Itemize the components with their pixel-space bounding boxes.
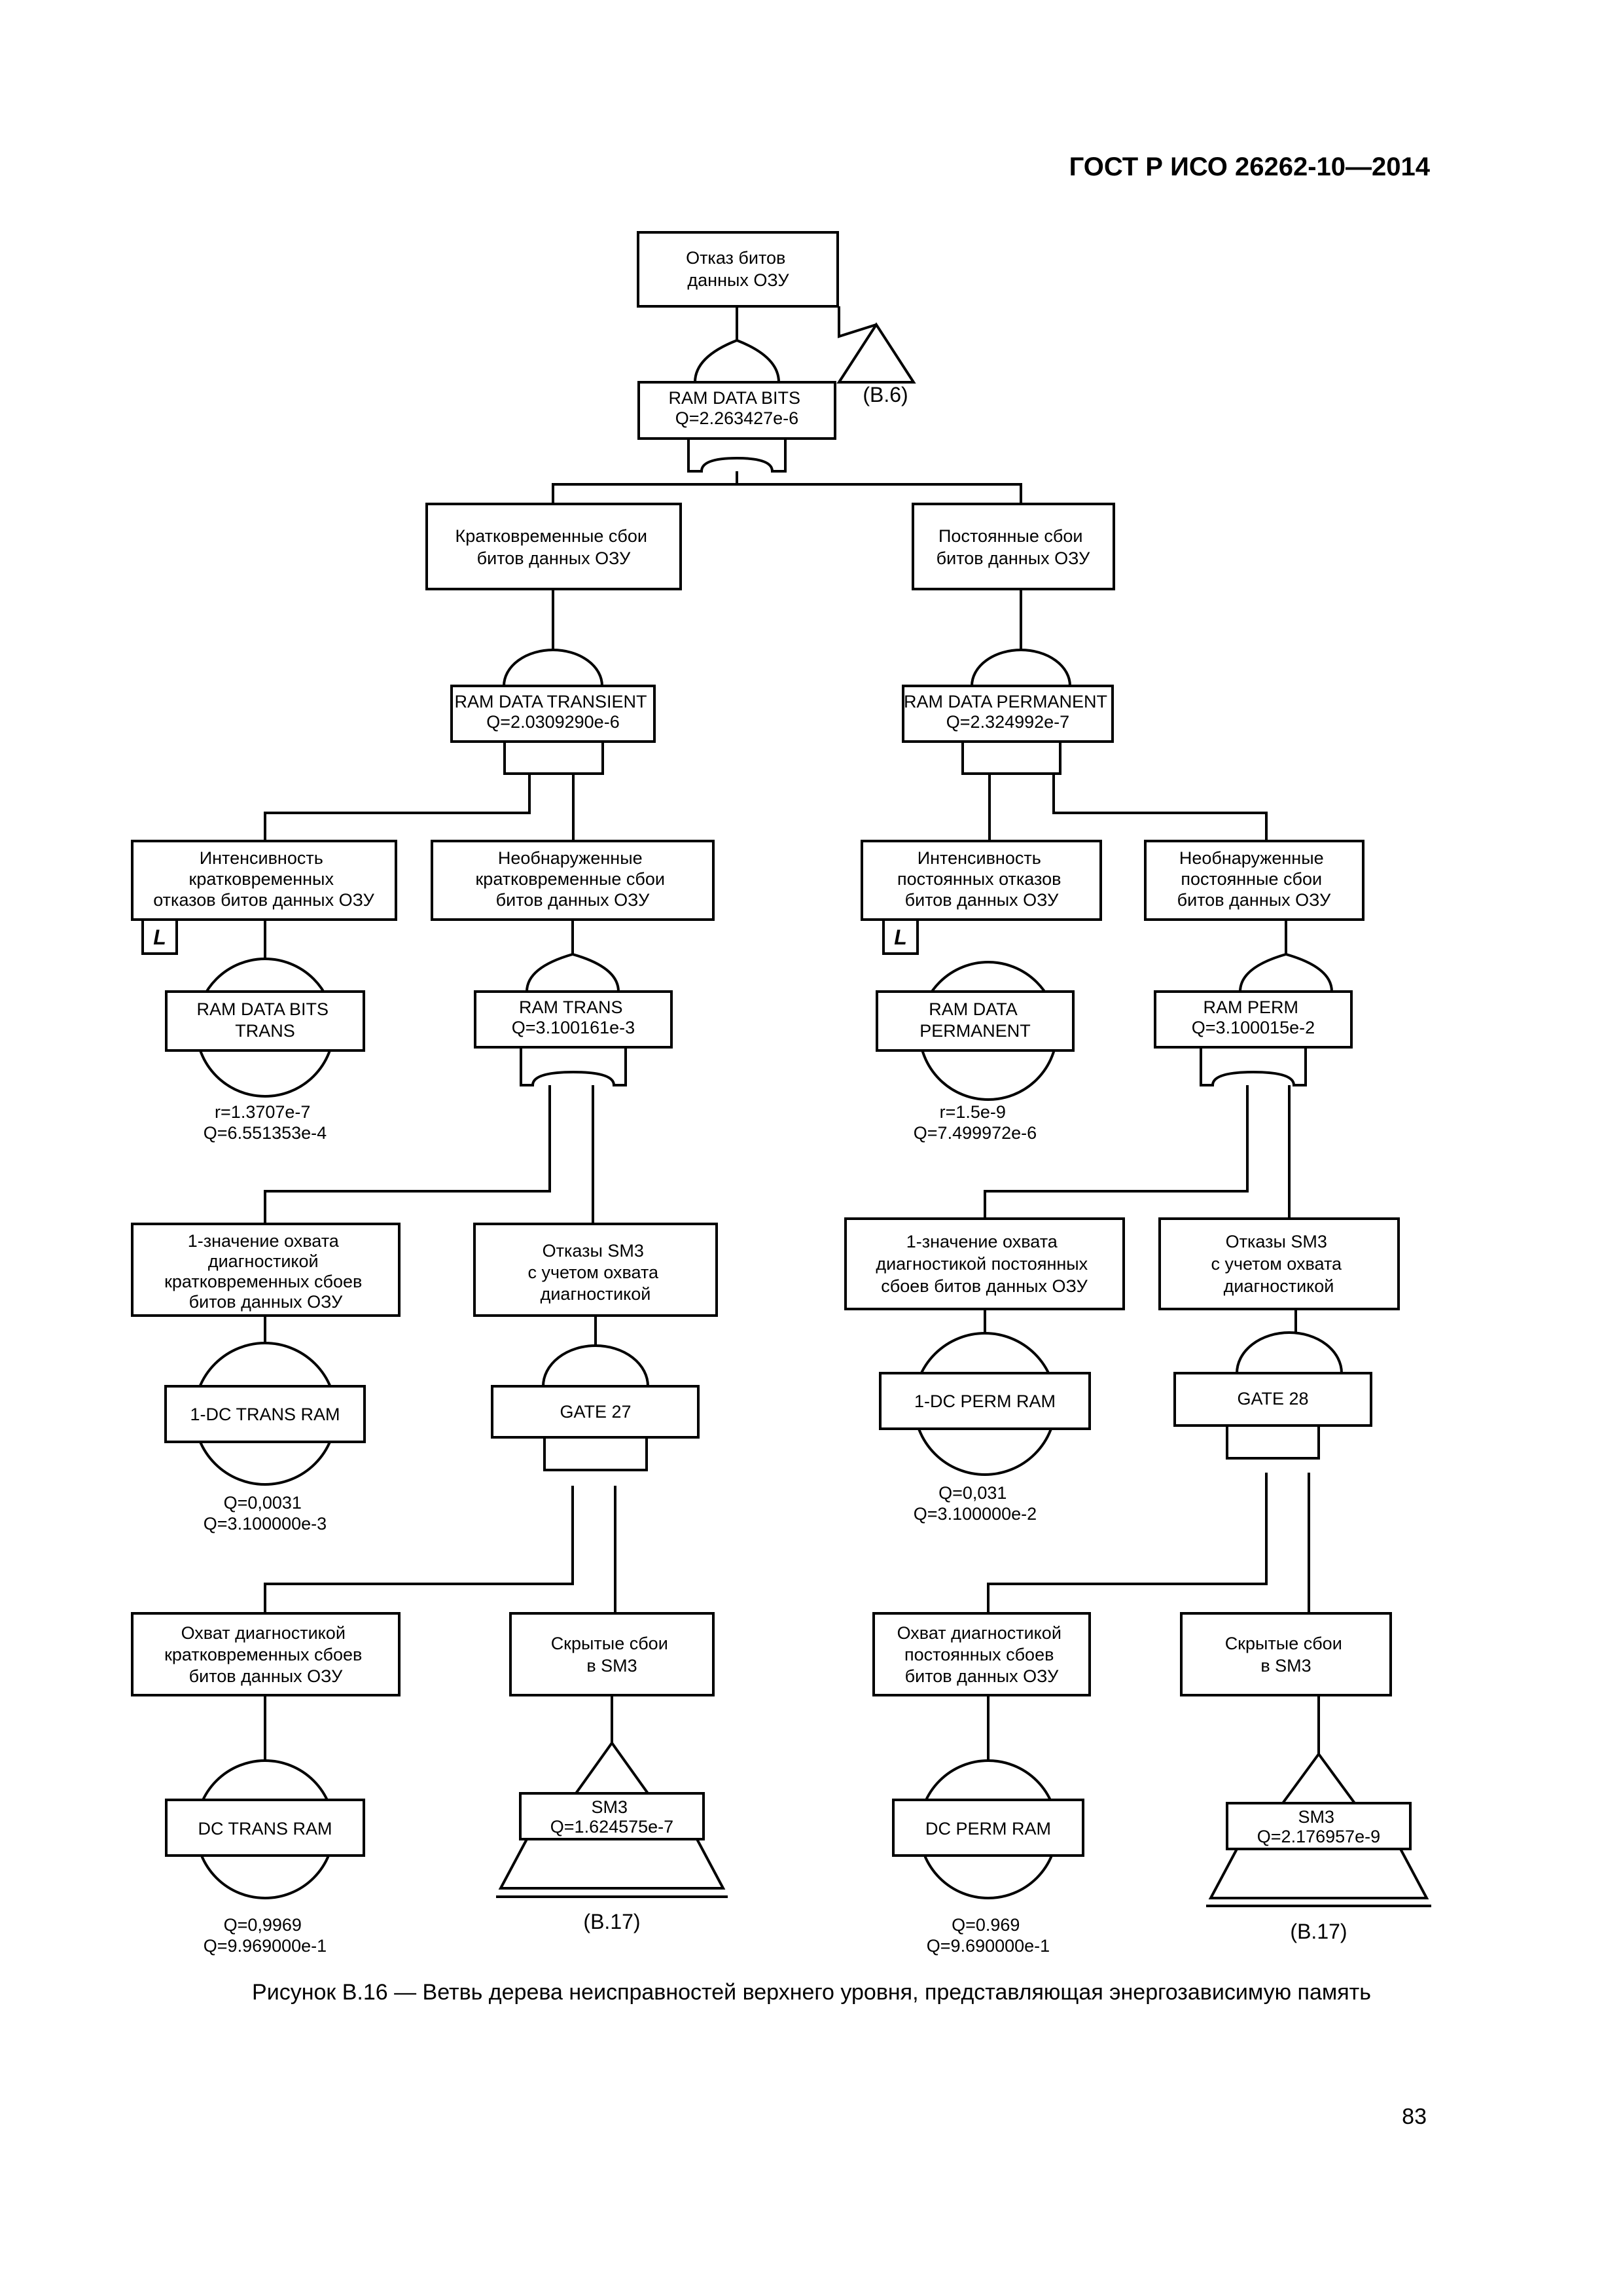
1dc-trans-ram-values: Q=0,0031 Q=3.100000e-3 xyxy=(204,1493,327,1534)
perm-rate-label: Интенсивность постоянных отказов битов д… xyxy=(897,848,1066,910)
ram-data-permanent-values: r=1.5e-9 Q=7.499972e-6 xyxy=(914,1102,1037,1143)
or-gate-ram-trans xyxy=(525,952,620,993)
transfer-in-triangle-sm3-perm xyxy=(1280,1751,1357,1804)
or-gate-base-ram-data-bits xyxy=(687,437,787,473)
ram-trans-box xyxy=(474,990,673,1049)
or-gate-ram-data-bits xyxy=(693,338,781,384)
standard-header: ГОСТ Р ИСО 26262-10—2014 xyxy=(1069,152,1431,181)
trans-hidden-label: Скрытые сбои в SM3 xyxy=(551,1634,673,1676)
perm-hidden-label: Скрытые сбои в SM3 xyxy=(1225,1634,1347,1676)
and-gate-28 xyxy=(1235,1331,1344,1374)
perm-1dc-label: 1-значение охвата диагностикой постоянны… xyxy=(876,1232,1092,1296)
ref-b6-label: (В.6) xyxy=(863,383,908,406)
l-marker-trans-label: L xyxy=(153,925,166,949)
ram-perm-label: RAM PERM Q=3.100015e-2 xyxy=(1192,997,1315,1037)
l-marker-perm-label: L xyxy=(894,925,907,949)
perm-hidden-box xyxy=(1180,1612,1392,1696)
or-gate-base-ram-trans xyxy=(520,1046,627,1086)
and-gate-base-permanent xyxy=(961,740,1061,775)
perm-coverage-box xyxy=(872,1612,1091,1696)
trans-sm3-box xyxy=(473,1223,718,1317)
sm3-perm-box xyxy=(1226,1802,1412,1850)
1dc-trans-ram-box xyxy=(164,1385,366,1443)
permanent-failures-label: Постоянные сбои битов данных ОЗУ xyxy=(936,526,1090,568)
and-gate-base-transient xyxy=(503,740,604,775)
perm-rate-box xyxy=(861,840,1102,921)
ram-data-bits-label: RAM DATA BITS Q=2.263427e-6 xyxy=(668,388,805,428)
sm3-perm-label: SM3 Q=2.176957e-9 xyxy=(1257,1807,1380,1846)
gate-28-label: GATE 28 xyxy=(1237,1389,1308,1408)
l-marker-trans xyxy=(141,918,178,955)
transfer-triangle-base-sm3-trans xyxy=(498,1838,726,1890)
dc-trans-ram-box xyxy=(165,1799,365,1857)
1dc-perm-ram-values: Q=0,031 Q=3.100000e-2 xyxy=(914,1483,1037,1524)
dc-perm-ram-values: Q=0.969 Q=9.690000e-1 xyxy=(927,1915,1050,1956)
ram-data-permanent-label: RAM DATA PERMANENT Q=2.324992e-7 xyxy=(904,692,1112,732)
ram-data-bits-trans-values: r=1.3707e-7 Q=6.551353e-4 xyxy=(204,1102,327,1143)
and-gate-27 xyxy=(541,1344,650,1388)
ref-b17-right-label: (В.17) xyxy=(1290,1920,1347,1943)
and-gate-ram-data-transient xyxy=(502,649,604,687)
ram-data-transient-label: RAM DATA TRANSIENT Q=2.0309290e-6 xyxy=(454,692,651,732)
ram-data-bits-trans-box xyxy=(165,990,365,1052)
dc-perm-ram-label: DC PERM RAM xyxy=(925,1819,1051,1839)
trans-sm3-label: Отказы SM3 с учетом охвата диагностикой xyxy=(527,1241,663,1304)
1dc-perm-ram-label: 1-DC PERM RAM xyxy=(914,1391,1056,1411)
trans-1dc-label: 1-значение охвата диагностикой кратковре… xyxy=(164,1231,367,1312)
transfer-in-triangle-sm3-trans xyxy=(573,1740,651,1795)
trans-1dc-box xyxy=(131,1223,401,1317)
trans-rate-label: Интенсивность кратковременных отказов би… xyxy=(153,848,374,910)
ram-data-transient-box xyxy=(450,685,656,743)
sm3-trans-box xyxy=(519,1792,705,1840)
dc-trans-ram-values: Q=0,9969 Q=9.969000e-1 xyxy=(204,1915,327,1956)
page-number: 83 xyxy=(1402,2104,1427,2129)
top-event-label: Отказ битов данных ОЗУ xyxy=(686,248,791,290)
perm-undetected-label: Необнаруженные постоянные сбои битов дан… xyxy=(1177,848,1331,910)
1dc-perm-ram-box xyxy=(879,1372,1091,1430)
permanent-failures-box xyxy=(912,503,1115,590)
1dc-trans-ram-label: 1-DC TRANS RAM xyxy=(190,1405,340,1424)
trans-rate-box xyxy=(131,840,397,921)
perm-undetected-box xyxy=(1144,840,1364,921)
and-gate-ram-data-permanent xyxy=(970,649,1072,687)
transfer-triangle-b6 xyxy=(836,322,916,384)
dc-trans-ram-label: DC TRANS RAM xyxy=(198,1819,332,1839)
sm3-trans-label: SM3 Q=1.624575e-7 xyxy=(550,1797,673,1837)
ram-data-permanent-event-box xyxy=(876,990,1075,1052)
trans-undetected-label: Необнаруженные кратковременные сбои бито… xyxy=(475,848,669,910)
ram-data-bits-trans-label: RAM DATA BITS TRANS xyxy=(196,999,333,1041)
or-gate-base-ram-perm xyxy=(1200,1046,1307,1086)
transfer-triangle-base-sm3-perm xyxy=(1208,1848,1429,1899)
ram-data-permanent-event-label: RAM DATA PERMANENT xyxy=(919,999,1031,1041)
figure-caption: Рисунок В.16 — Ветвь дерева неисправност… xyxy=(252,1980,1371,2005)
or-gate-ram-perm xyxy=(1238,952,1334,993)
transient-failures-box xyxy=(425,503,682,590)
gate-27-label: GATE 27 xyxy=(560,1402,631,1422)
l-marker-perm xyxy=(882,918,919,955)
ram-data-permanent-box xyxy=(902,685,1114,743)
transient-failures-label: Кратковременные сбои битов данных ОЗУ xyxy=(455,526,652,568)
trans-undetected-box xyxy=(431,840,715,921)
trans-hidden-box xyxy=(509,1612,715,1696)
perm-coverage-label: Охват диагностикой постоянных сбоев бито… xyxy=(897,1623,1067,1686)
perm-sm3-box xyxy=(1158,1217,1400,1310)
ram-trans-label: RAM TRANS Q=3.100161e-3 xyxy=(512,997,635,1037)
top-event-box xyxy=(637,231,839,308)
dc-perm-ram-box xyxy=(892,1799,1084,1857)
and-gate-base-28 xyxy=(1226,1424,1320,1460)
perm-1dc-box xyxy=(844,1217,1125,1310)
trans-coverage-label: Охват диагностикой кратковременных сбоев… xyxy=(164,1623,367,1686)
and-gate-base-27 xyxy=(543,1436,648,1471)
trans-coverage-box xyxy=(131,1612,401,1696)
ref-b17-left-label: (В.17) xyxy=(583,1910,640,1933)
ram-data-bits-box xyxy=(637,381,836,440)
perm-sm3-label: Отказы SM3 с учетом охвата диагностикой xyxy=(1211,1232,1346,1296)
